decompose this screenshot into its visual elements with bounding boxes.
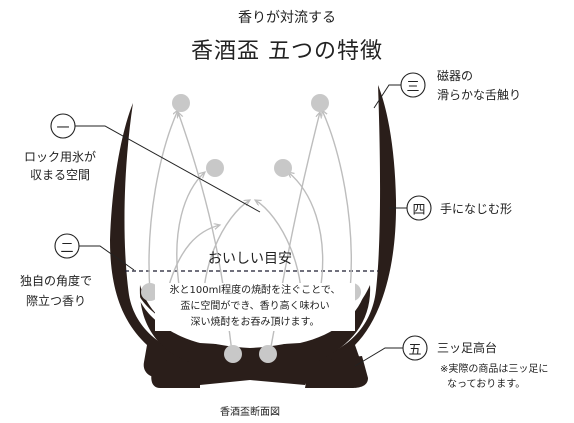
feature-2-line-1: 独自の角度で [19,274,92,288]
leader-lines [75,84,407,367]
aroma-arrows [148,110,352,353]
header-subtitle: 香りが対流する [238,10,336,26]
feature-3-line-2: 滑らかな舌触り [437,88,522,102]
feature-3-line-1: 磁器の [437,69,474,83]
feature-2-line-2: 際立つ香り [25,294,86,308]
guide-description: 氷と100ml程度の焼酎を注ぐことで、 盃に空間ができ、香り高く味わい 深い焼酎… [155,283,355,331]
feature-4-text: 手になじむ形 [440,202,513,216]
guide-desc-line-3: 深い焼酎をお吞み頂けます。 [190,317,320,328]
guide-desc-line-2: 盃に空間ができ、香り高く味わい [180,301,330,312]
feature-5-text: 三ッ足高台 [437,341,498,355]
cup-bottom [139,285,371,385]
note-line-2: なっております。 [447,379,526,390]
note-line-1: ※実際の商品は三ッ足に [440,364,549,375]
callout-number-2: 二 [60,241,74,256]
feature-1-line-2: 収まる空間 [29,168,90,182]
guide-label: おいしい目安 [208,251,292,267]
feature-1-line-1: ロック用氷が [23,150,96,164]
diagram-caption: 香酒盃断面図 [220,407,280,418]
guide-desc-line-1: 氷と100ml程度の焼酎を注ぐことで、 [169,285,341,296]
cup-foot-left [151,360,200,388]
callout-number-4: 四 [412,203,426,218]
callout-number-1: 一 [56,121,70,136]
page-title: 香酒盃 五つの特徴 [191,39,383,64]
cup-wall-right [300,85,397,380]
cup-foot-right [305,356,368,388]
callout-number-5: 五 [408,343,422,358]
callout-number-3: 三 [406,80,420,95]
